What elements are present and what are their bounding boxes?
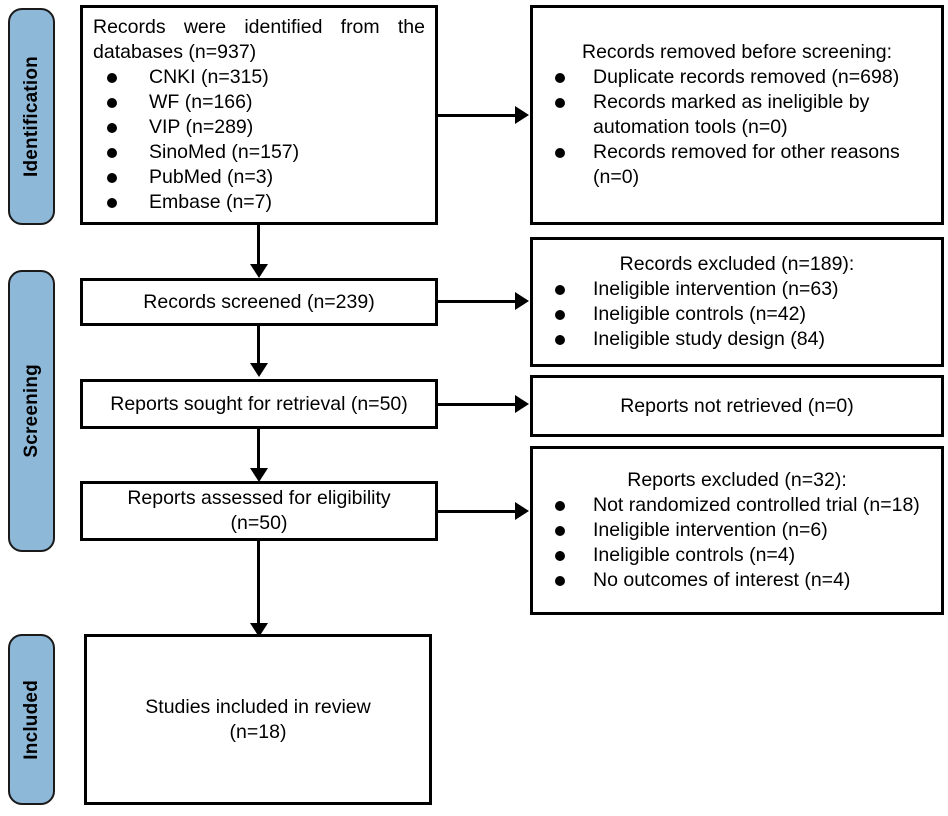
bullet-dot-icon	[555, 526, 565, 537]
list-item-label: Records marked as ineligible by automati…	[593, 91, 870, 138]
box-records-identified-bullets: CNKI (n=315) WF (n=166) VIP (n=289) Sino…	[93, 65, 425, 215]
bullet-dot-icon	[555, 73, 565, 84]
list-item-label: Ineligible controls (n=4)	[593, 543, 796, 566]
list-item-label: Duplicate records removed (n=698)	[593, 66, 900, 89]
box-records-excluded-title: Records excluded (n=189):	[619, 253, 855, 276]
list-item: VIP (n=289)	[93, 115, 425, 140]
bullet-dot-icon	[555, 310, 565, 321]
connector-screened-to-sought	[257, 326, 260, 367]
list-item-label: SinoMed (n=157)	[149, 140, 300, 163]
arrowhead-assessed-to-excluded	[515, 502, 529, 520]
bullet-dot-icon	[555, 576, 565, 587]
box-records-excluded-bullets: Ineligible intervention (n=63) Ineligibl…	[543, 277, 931, 352]
stage-bar-included: Included	[8, 634, 55, 805]
box-reports-excluded: Reports excluded (n=32): Not randomized …	[530, 446, 944, 615]
box-records-screened: Records screened (n=239)	[80, 278, 438, 326]
connector-identified-to-screened	[257, 225, 260, 270]
stage-label-included: Included	[21, 679, 42, 760]
stage-label-screening: Screening	[21, 364, 42, 458]
list-item-label: Ineligible study design (84)	[593, 327, 825, 350]
box-reports-not-retrieved-title: Reports not retrieved (n=0)	[620, 394, 854, 417]
connector-sought-to-not-retrieved	[438, 403, 516, 406]
box-records-removed-bullets: Duplicate records removed (n=698) Record…	[543, 65, 931, 190]
box-studies-included: Studies included in review (n=18)	[84, 634, 432, 805]
connector-sought-to-assessed	[257, 429, 260, 473]
connector-identified-to-removed	[438, 114, 516, 117]
bullet-dot-icon	[107, 98, 117, 109]
box-studies-included-title: Studies included in review (n=18)	[145, 695, 371, 743]
box-records-identified-title: Records were identified from the databas…	[93, 16, 425, 64]
list-item: Duplicate records removed (n=698)	[543, 65, 931, 90]
box-reports-assessed: Reports assessed for eligibility (n=50)	[80, 481, 438, 541]
list-item: CNKI (n=315)	[93, 65, 425, 90]
box-reports-assessed-title: Reports assessed for eligibility (n=50)	[127, 487, 391, 534]
box-records-screened-title: Records screened (n=239)	[143, 290, 375, 313]
list-item: Records marked as ineligible by automati…	[543, 90, 931, 140]
list-item: Ineligible controls (n=42)	[543, 302, 931, 327]
list-item-label: PubMed (n=3)	[149, 165, 274, 188]
box-records-excluded: Records excluded (n=189): Ineligible int…	[530, 237, 944, 367]
list-item-label: Ineligible controls (n=42)	[593, 303, 806, 325]
list-item: Ineligible intervention (n=63)	[543, 277, 931, 302]
bullet-dot-icon	[107, 198, 117, 209]
bullet-dot-icon	[555, 551, 565, 562]
list-item: Ineligible controls (n=4)	[543, 543, 931, 568]
arrowhead-screened-to-sought	[250, 363, 268, 377]
list-item: SinoMed (n=157)	[93, 140, 425, 165]
box-reports-excluded-title: Reports excluded (n=32):	[627, 469, 847, 492]
box-reports-excluded-bullets: Not randomized controlled trial (n=18) I…	[543, 493, 931, 593]
stage-bar-identification: Identification	[8, 8, 55, 225]
list-item-label: Embase (n=7)	[149, 190, 273, 213]
list-item: PubMed (n=3)	[93, 165, 425, 190]
arrowhead-sought-to-not-retrieved	[515, 395, 529, 413]
list-item: No outcomes of interest (n=4)	[543, 568, 931, 593]
list-item: Embase (n=7)	[93, 190, 425, 215]
box-reports-sought: Reports sought for retrieval (n=50)	[80, 379, 438, 429]
bullet-dot-icon	[555, 285, 565, 296]
arrowhead-screened-to-excluded	[515, 292, 529, 310]
connector-assessed-to-included	[257, 541, 260, 631]
list-item-label: CNKI (n=315)	[149, 66, 269, 89]
arrowhead-sought-to-assessed	[250, 468, 268, 482]
bullet-dot-icon	[107, 73, 117, 84]
list-item: Not randomized controlled trial (n=18)	[543, 493, 931, 518]
connector-screened-to-excluded	[438, 300, 516, 303]
connector-assessed-to-excluded	[438, 510, 516, 513]
box-reports-not-retrieved: Reports not retrieved (n=0)	[530, 375, 944, 437]
list-item: Records removed for other reasons (n=0)	[543, 140, 931, 190]
bullet-dot-icon	[555, 98, 565, 109]
bullet-dot-icon	[555, 501, 565, 512]
list-item-label: VIP (n=289)	[149, 116, 254, 138]
box-records-identified: Records were identified from the databas…	[80, 5, 438, 225]
box-reports-sought-title: Reports sought for retrieval (n=50)	[110, 392, 408, 415]
list-item-label: Ineligible intervention (n=6)	[593, 519, 828, 542]
bullet-dot-icon	[107, 173, 117, 184]
bullet-dot-icon	[555, 335, 565, 346]
bullet-dot-icon	[107, 123, 117, 134]
stage-bar-screening: Screening	[8, 270, 55, 552]
stage-label-identification: Identification	[21, 55, 42, 178]
arrowhead-identified-to-screened	[250, 264, 268, 278]
box-records-removed-title: Records removed before screening:	[582, 41, 892, 64]
bullet-dot-icon	[555, 148, 565, 159]
list-item: Ineligible study design (84)	[543, 327, 931, 352]
arrowhead-assessed-to-included	[250, 623, 268, 637]
list-item-label: Ineligible intervention (n=63)	[593, 278, 839, 301]
box-records-removed: Records removed before screening: Duplic…	[530, 5, 944, 225]
list-item-label: Not randomized controlled trial (n=18)	[593, 494, 920, 517]
list-item-label: No outcomes of interest (n=4)	[593, 568, 851, 591]
bullet-dot-icon	[107, 148, 117, 159]
list-item-label: WF (n=166)	[149, 91, 253, 114]
list-item: WF (n=166)	[93, 90, 425, 115]
arrowhead-identified-to-removed	[515, 106, 529, 124]
list-item-label: Records removed for other reasons (n=0)	[593, 140, 900, 188]
list-item: Ineligible intervention (n=6)	[543, 518, 931, 543]
